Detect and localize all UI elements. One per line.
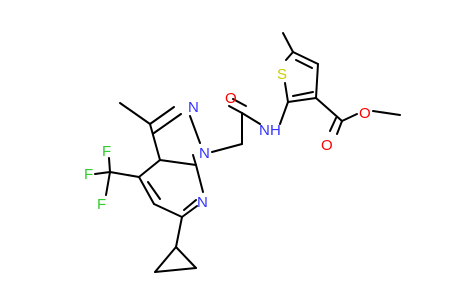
bond: [315, 97, 343, 122]
bond: [341, 113, 358, 122]
bond: [284, 82, 289, 103]
bond: [195, 164, 204, 193]
bond: [138, 176, 155, 205]
bond: [94, 171, 111, 175]
bond: [372, 110, 401, 116]
bond: [228, 105, 243, 114]
bond: [279, 101, 289, 125]
bond: [149, 106, 175, 125]
bond: [241, 112, 261, 125]
atom-f-1: F: [102, 143, 111, 160]
bond: [138, 159, 161, 178]
bond: [108, 157, 111, 173]
bond: [292, 91, 314, 97]
bond: [287, 97, 317, 103]
bond: [149, 123, 161, 161]
bonds: [94, 32, 401, 273]
bond: [147, 181, 161, 200]
bond: [119, 102, 151, 125]
bond: [154, 246, 177, 273]
bond: [183, 199, 197, 211]
atom-h-amide: H: [270, 122, 281, 139]
bond: [189, 115, 201, 144]
bond: [285, 51, 294, 61]
atom-s-thiophene: S: [277, 66, 287, 83]
atom-n-pyrazole-1: N: [188, 99, 199, 116]
atom-f-2: F: [84, 166, 93, 183]
bond: [292, 51, 319, 65]
bond: [282, 32, 294, 53]
bond: [105, 171, 111, 196]
bond: [181, 205, 198, 218]
atom-f-3: F: [97, 196, 106, 213]
bond: [159, 159, 197, 166]
bond: [336, 120, 343, 135]
atom-n-pyrazole-2: N: [199, 145, 210, 162]
bond: [329, 117, 337, 132]
bond: [109, 171, 140, 178]
bond: [315, 63, 319, 99]
bond: [192, 154, 197, 166]
bond: [175, 216, 183, 248]
bond: [295, 59, 313, 69]
bond: [232, 98, 247, 107]
bond: [211, 143, 243, 153]
atom-o-amide: O: [225, 90, 237, 107]
bond: [154, 267, 197, 273]
bond: [153, 203, 183, 218]
atom-labels: N N N F F F O N H S O O: [84, 66, 371, 213]
bond: [175, 246, 197, 269]
bond: [153, 113, 182, 134]
atom-n-pyridine: N: [197, 194, 208, 211]
atom-n-amide: N: [259, 122, 270, 139]
atom-o-ester-ether: O: [359, 105, 371, 122]
atom-o-ester-carbonyl: O: [321, 137, 333, 154]
